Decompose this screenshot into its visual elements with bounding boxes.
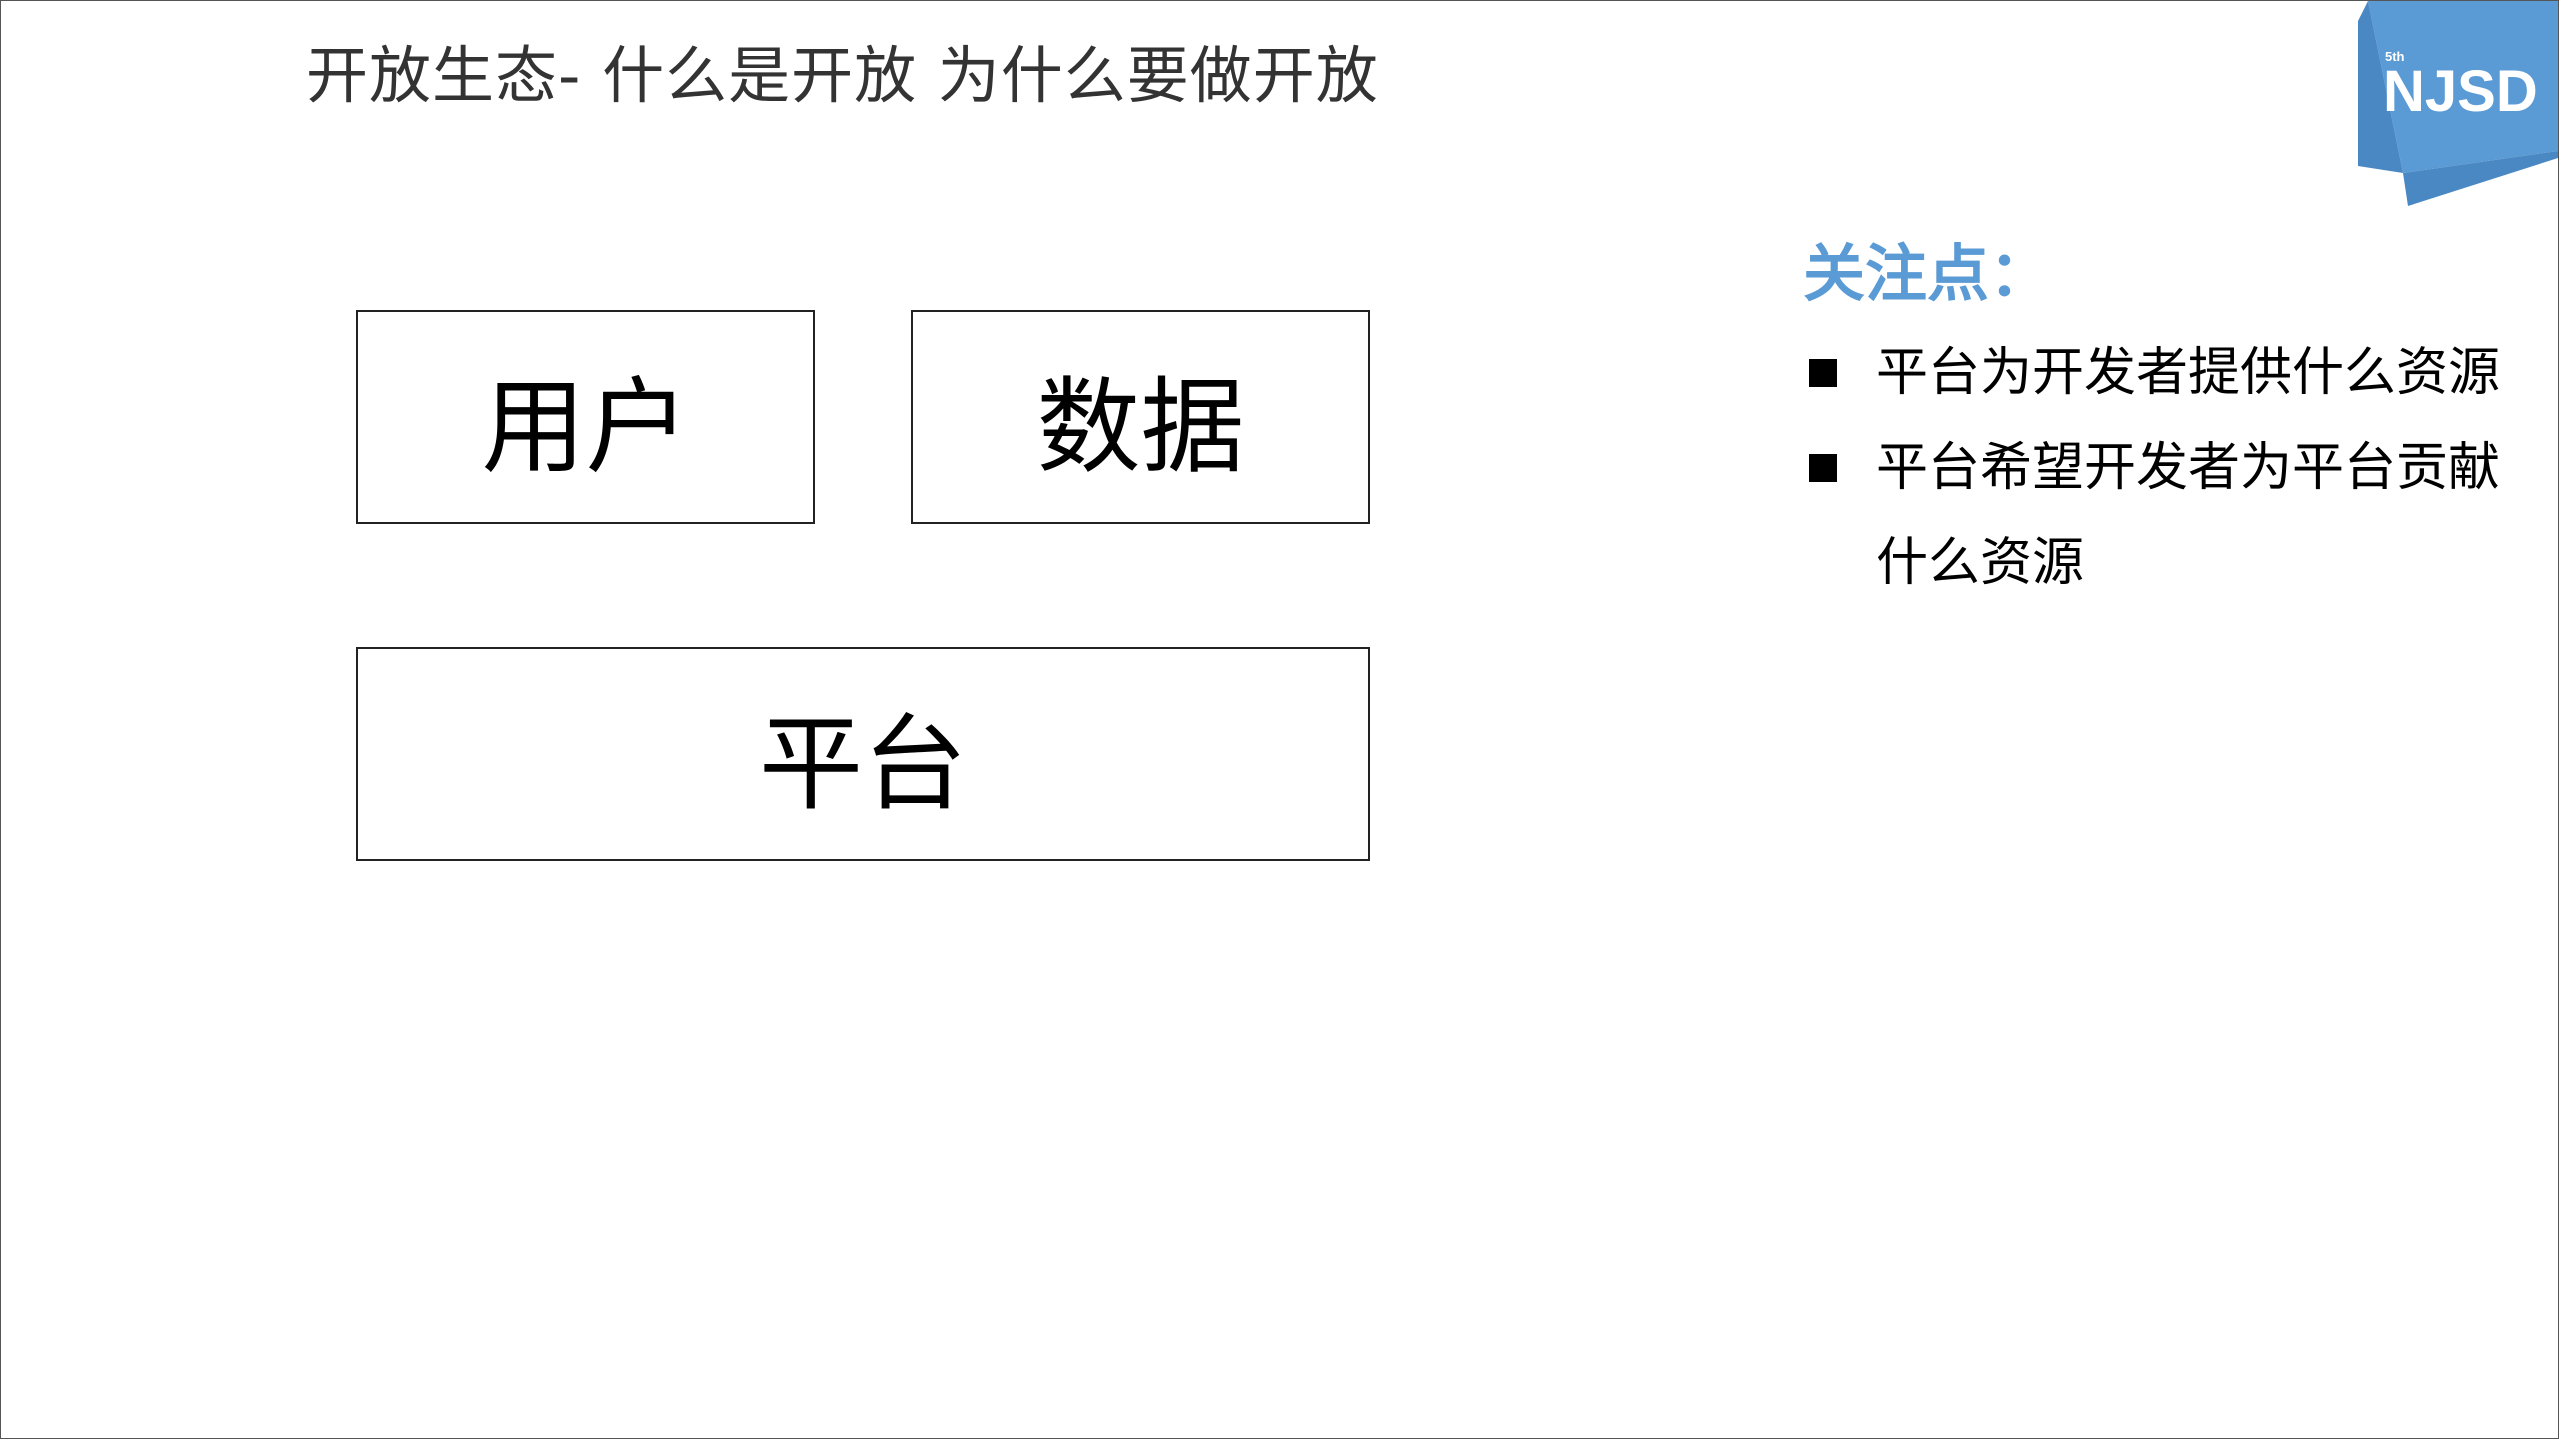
- slide-title: 开放生态- 什么是开放 为什么要做开放: [306, 39, 1379, 112]
- njsd-logo: 5th NJSD: [2318, 1, 2558, 211]
- njsd-logo-graphic: 5th NJSD: [2358, 1, 2558, 206]
- bullet-square-icon: [1809, 454, 1837, 482]
- focus-item: 平台希望开发者为平台贡献什么资源: [1806, 421, 2506, 611]
- focus-list: 平台为开发者提供什么资源 平台希望开发者为平台贡献什么资源: [1806, 326, 2506, 611]
- user-box-label: 用户: [481, 365, 690, 488]
- bullet-square-icon: [1809, 359, 1837, 387]
- logo-superscript: 5th: [2385, 49, 2405, 64]
- platform-box: 平台: [356, 647, 1370, 861]
- data-box: 数据: [911, 310, 1370, 524]
- user-box: 用户: [356, 310, 815, 524]
- logo-text: NJSD: [2383, 59, 2538, 124]
- focus-heading: 关注点：: [1803, 237, 2052, 310]
- data-box-label: 数据: [1036, 365, 1245, 488]
- platform-box-label: 平台: [758, 702, 967, 825]
- focus-item-text: 平台为开发者提供什么资源: [1876, 343, 2501, 403]
- focus-item-text: 平台希望开发者为平台贡献什么资源: [1876, 438, 2501, 593]
- focus-item: 平台为开发者提供什么资源: [1806, 326, 2506, 421]
